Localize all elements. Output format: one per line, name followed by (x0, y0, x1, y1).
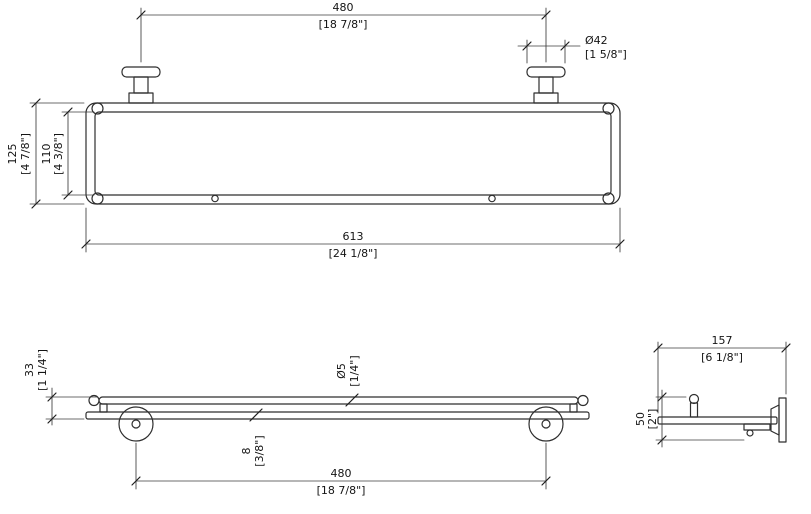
side-dim-50: 50 [2"] (634, 389, 745, 448)
top-dim-480-imperial: [18 7/8"] (319, 18, 368, 31)
top-view: 480 [18 7/8"] Ø42 [1 5/8"] 125 [4 7/8"] (6, 1, 627, 260)
front-dim-33-value: 33 (23, 363, 36, 377)
side-view: 157 [6 1/8"] 50 [2"] (634, 334, 791, 448)
front-dim-480: 480 [18 7/8"] (131, 442, 551, 497)
top-dim-110-imperial: [4 3/8"] (52, 133, 65, 175)
wall-post-right-plan (526, 66, 566, 104)
front-dim-dia5-value: Ø5 (335, 363, 348, 379)
top-dim-613-imperial: [24 1/8"] (329, 247, 378, 260)
shelf-front (85, 394, 590, 442)
side-dim-157: 157 [6 1/8"] (653, 334, 791, 414)
front-dim-8-imperial: [3/8"] (253, 435, 266, 466)
top-dim-613-value: 613 (343, 230, 364, 243)
top-dim-110: 110 [4 3/8"] (40, 107, 95, 200)
top-dim-125: 125 [4 7/8"] (6, 98, 85, 209)
top-dim-613: 613 [24 1/8"] (81, 207, 625, 260)
side-dim-157-imperial: [6 1/8"] (701, 351, 743, 364)
shelf-frame-plan (85, 102, 621, 205)
top-dim-dia42: Ø42 [1 5/8"] (517, 34, 627, 64)
front-dim-33-imperial: [1 1/4"] (36, 349, 49, 391)
front-dim-dia5: Ø5 [1/4"] (335, 355, 361, 407)
front-dim-33: 33 [1 1/4"] (23, 349, 98, 426)
side-dim-157-value: 157 (712, 334, 733, 347)
top-dim-480-value: 480 (333, 1, 354, 14)
wall-post-left-plan (121, 66, 161, 104)
top-dim-480: 480 [18 7/8"] (136, 1, 551, 63)
front-dim-8: 8 [3/8"] (240, 408, 266, 467)
top-dim-dia42-value: Ø42 (585, 34, 608, 47)
front-dim-480-value: 480 (331, 467, 352, 480)
top-dim-125-value: 125 (6, 144, 19, 165)
front-view: 33 [1 1/4"] Ø5 [1/4"] 8 [3/8"] 480 [18 7… (23, 349, 590, 497)
front-dim-dia5-imperial: [1/4"] (348, 355, 361, 386)
top-dim-110-value: 110 (40, 144, 53, 165)
top-dim-dia42-imperial: [1 5/8"] (585, 48, 627, 61)
side-dim-50-imperial: [2"] (646, 409, 659, 430)
top-dim-125-imperial: [4 7/8"] (19, 133, 32, 175)
shelf-side (657, 393, 787, 443)
side-dim-50-value: 50 (634, 412, 647, 426)
front-dim-480-imperial: [18 7/8"] (317, 484, 366, 497)
front-dim-8-value: 8 (240, 448, 253, 455)
